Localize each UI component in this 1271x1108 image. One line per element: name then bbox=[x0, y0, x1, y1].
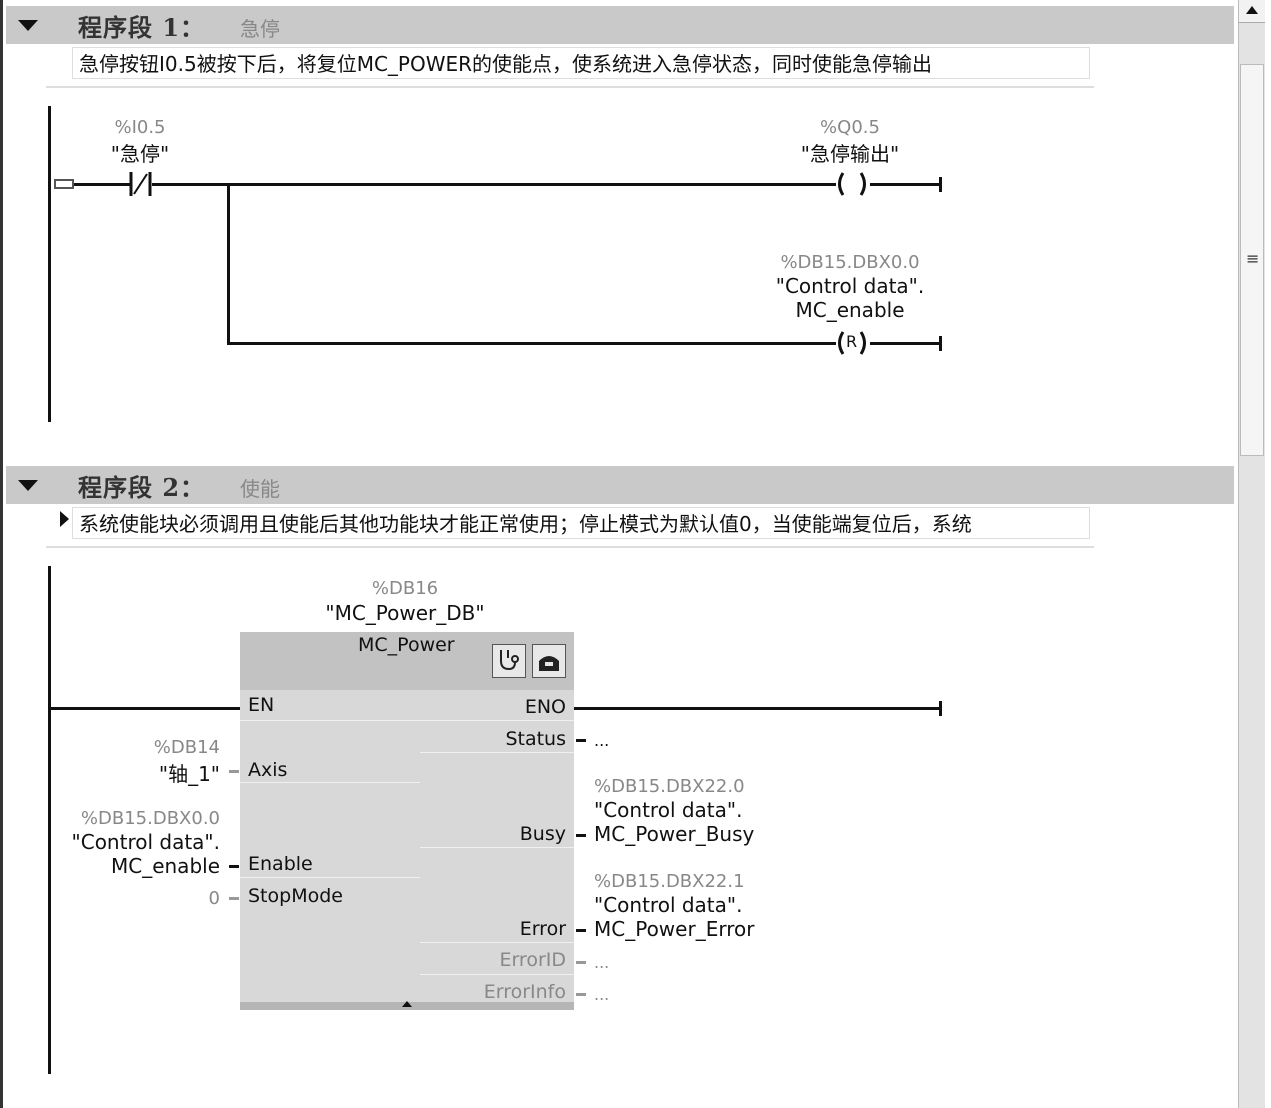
pin-tick bbox=[576, 929, 586, 932]
nc-contact[interactable] bbox=[128, 170, 154, 198]
coil-reset-address[interactable]: %DB15.DBX0.0 bbox=[780, 252, 920, 273]
error-param-name-line2[interactable]: MC_Power_Error bbox=[594, 917, 755, 941]
pin-tick bbox=[229, 770, 239, 773]
output-coil[interactable] bbox=[834, 170, 870, 198]
vertical-scrollbar[interactable]: ≡ bbox=[1238, 0, 1265, 1108]
coil-output-name[interactable]: "急停输出" bbox=[800, 142, 900, 166]
collapse-arrow-icon[interactable] bbox=[18, 480, 38, 491]
instance-db-name[interactable]: "MC_Power_DB" bbox=[325, 601, 485, 625]
divider bbox=[46, 86, 1094, 88]
contact-name[interactable]: "急停" bbox=[110, 142, 170, 166]
wire-end bbox=[939, 701, 942, 716]
enable-param-address[interactable]: %DB15.DBX0.0 bbox=[80, 808, 220, 829]
pin-separator bbox=[240, 877, 420, 878]
segment-1-comment[interactable]: 急停按钮I0.5被按下后，将复位MC_POWER的使能点，使系统进入急停状态，同… bbox=[72, 47, 1090, 79]
pin-errorid[interactable]: ErrorID bbox=[499, 949, 566, 971]
wire-end bbox=[939, 336, 942, 351]
mc-power-block[interactable]: MC_Power EN Axis Enable StopMode ENO Sta… bbox=[240, 632, 574, 1010]
segment-1-subtitle[interactable]: 急停 bbox=[240, 17, 280, 41]
axis-param-address[interactable]: %DB14 bbox=[153, 737, 220, 758]
scroll-up-button[interactable] bbox=[1239, 0, 1265, 23]
wire bbox=[74, 183, 130, 186]
wire-end bbox=[939, 177, 942, 192]
busy-param-name-line2[interactable]: MC_Power_Busy bbox=[594, 822, 755, 846]
segment-1-header[interactable] bbox=[6, 6, 1234, 44]
commissioning-icon[interactable] bbox=[532, 644, 566, 678]
reset-coil-symbol: R bbox=[846, 332, 858, 351]
left-border bbox=[0, 0, 3, 1108]
enable-param-name-line1[interactable]: "Control data". bbox=[71, 830, 220, 854]
error-param-name-line1[interactable]: "Control data". bbox=[594, 893, 743, 917]
reset-coil-icon bbox=[838, 331, 866, 355]
network-start-marker[interactable] bbox=[54, 179, 74, 189]
expand-comment-icon[interactable] bbox=[60, 511, 69, 527]
pin-status[interactable]: Status bbox=[505, 728, 566, 750]
pin-busy[interactable]: Busy bbox=[519, 823, 566, 845]
coil-reset-name-line1[interactable]: "Control data". bbox=[775, 274, 925, 298]
wire bbox=[152, 183, 836, 186]
pin-tick bbox=[576, 834, 586, 837]
segment-2-header[interactable] bbox=[6, 466, 1234, 504]
segment-1-title: 程序段 1： bbox=[78, 13, 206, 42]
error-param-address[interactable]: %DB15.DBX22.1 bbox=[594, 871, 745, 892]
pin-tick bbox=[576, 961, 586, 964]
reset-coil[interactable] bbox=[834, 329, 870, 357]
segment-2-title: 程序段 2： bbox=[78, 473, 206, 502]
pin-error[interactable]: Error bbox=[519, 918, 566, 940]
wire bbox=[870, 342, 940, 345]
errorid-value[interactable]: ... bbox=[594, 953, 610, 972]
pin-axis[interactable]: Axis bbox=[248, 759, 288, 781]
errorinfo-value[interactable]: ... bbox=[594, 985, 610, 1004]
pin-en[interactable]: EN bbox=[248, 694, 275, 716]
status-value[interactable]: ... bbox=[594, 731, 610, 750]
stopmode-value[interactable]: 0 bbox=[208, 888, 220, 909]
segment-2-subtitle[interactable]: 使能 bbox=[240, 477, 280, 501]
scroll-thumb[interactable]: ≡ bbox=[1240, 64, 1264, 456]
diagnostics-stethoscope-icon[interactable] bbox=[492, 644, 526, 678]
block-type: MC_Power bbox=[358, 634, 455, 656]
branch-wire bbox=[227, 183, 230, 345]
nc-contact-icon bbox=[129, 172, 152, 196]
pin-tick bbox=[576, 993, 586, 996]
contact-address[interactable]: %I0.5 bbox=[114, 117, 166, 138]
pin-tick bbox=[229, 865, 239, 868]
axis-param-name[interactable]: "轴_1" bbox=[158, 762, 220, 786]
pin-separator bbox=[420, 847, 574, 848]
pin-separator bbox=[240, 782, 420, 783]
power-rail bbox=[48, 106, 51, 422]
pin-eno[interactable]: ENO bbox=[524, 696, 566, 718]
pin-separator bbox=[420, 974, 574, 975]
scroll-grip-icon: ≡ bbox=[1246, 249, 1260, 268]
power-rail bbox=[48, 566, 51, 1074]
pin-separator bbox=[420, 752, 574, 753]
collapse-arrow-icon[interactable] bbox=[18, 20, 38, 31]
pin-enable[interactable]: Enable bbox=[248, 853, 313, 875]
segment-2-comment[interactable]: 系统使能块必须调用且使能后其他功能块才能正常使用；停止模式为默认值0，当使能端复… bbox=[72, 507, 1090, 539]
wire bbox=[870, 183, 940, 186]
coil-icon bbox=[838, 172, 866, 196]
pin-errorinfo[interactable]: ErrorInfo bbox=[483, 981, 566, 1003]
divider bbox=[46, 546, 1094, 548]
pin-separator bbox=[420, 942, 574, 943]
busy-param-name-line1[interactable]: "Control data". bbox=[594, 798, 743, 822]
arrow-up-icon bbox=[1246, 6, 1258, 14]
pin-tick bbox=[576, 739, 586, 742]
pin-stopmode[interactable]: StopMode bbox=[248, 885, 343, 907]
collapse-pins-icon[interactable] bbox=[402, 1001, 412, 1007]
wire bbox=[48, 707, 240, 710]
pin-tick bbox=[229, 897, 239, 900]
coil-reset-name-line2[interactable]: MC_enable bbox=[795, 298, 905, 322]
wire bbox=[227, 342, 836, 345]
coil-output-address[interactable]: %Q0.5 bbox=[820, 117, 880, 138]
instance-db-address[interactable]: %DB16 bbox=[371, 578, 439, 599]
pin-separator bbox=[240, 720, 574, 721]
wire bbox=[574, 707, 941, 710]
enable-param-name-line2[interactable]: MC_enable bbox=[110, 854, 220, 878]
busy-param-address[interactable]: %DB15.DBX22.0 bbox=[594, 776, 745, 797]
